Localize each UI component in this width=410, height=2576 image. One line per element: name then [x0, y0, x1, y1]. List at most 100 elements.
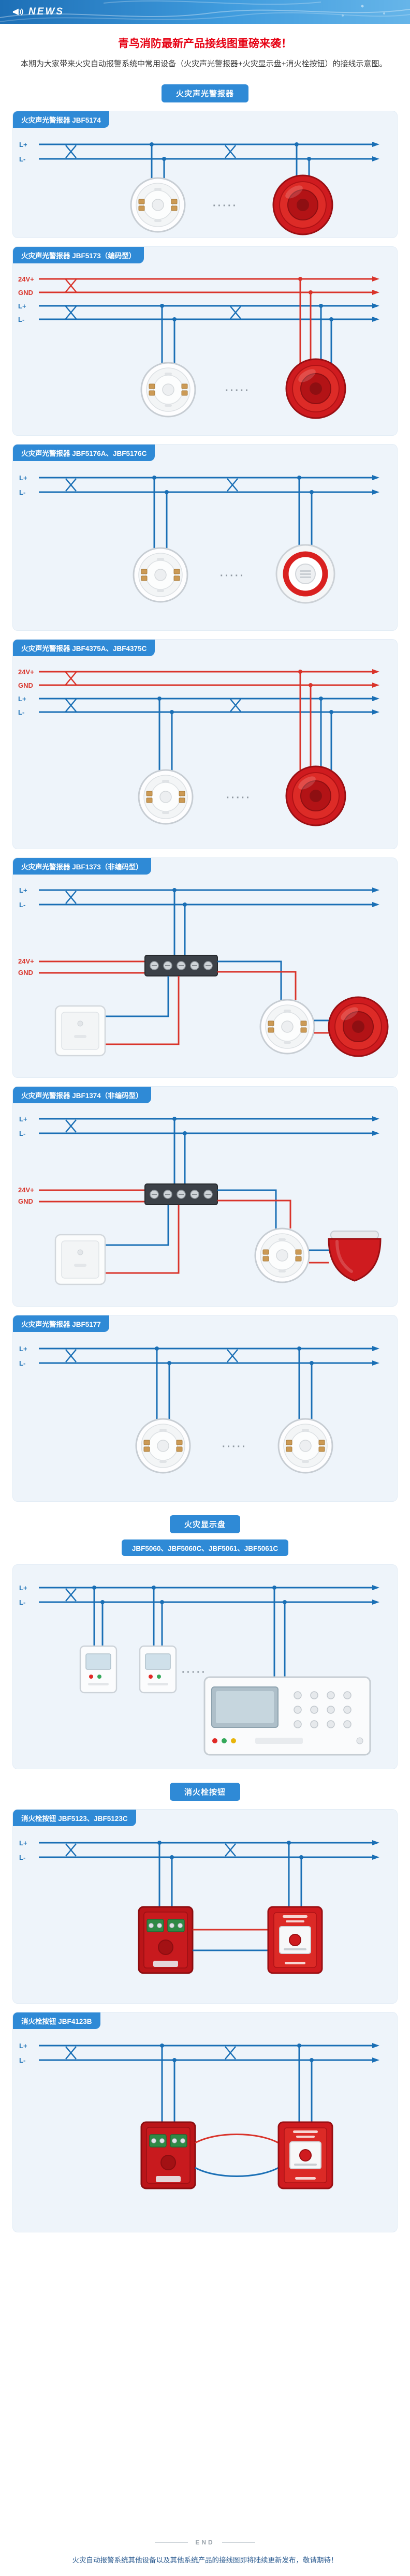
card-tag-jbf4123b: 消火栓按钮 JBF4123B	[13, 2012, 100, 2029]
hydrant-button-front-device	[277, 2121, 333, 2189]
end-divider: END	[0, 2539, 410, 2546]
bus-wires: L+ L-	[19, 1839, 379, 1861]
card-jbf1373: 火灾声光警报器 JBF1373（非编码型） L+ L- 24V+ GND	[12, 857, 398, 1078]
end-divider-line	[155, 2542, 188, 2543]
wire-cross-mark	[65, 2046, 77, 2060]
article-title: 青鸟消防最新产品接线图重磅来袭！	[118, 38, 292, 50]
banner-news-label: NEWS	[28, 6, 64, 17]
wire-cross-mark	[229, 305, 242, 320]
card-jbf5174: 火灾声光警报器 JBF5174 L+ L- ·····	[12, 111, 398, 238]
card-jbf5173: 火灾声光警报器 JBF5173（编码型） 24V+ GND L+ L- ····…	[12, 246, 398, 436]
detector-base-device	[133, 547, 188, 603]
footer-note: 火灾自动报警系统其他设备以及其他系统产品的接线图即将陆续更新发布，敬请期待！	[72, 2556, 338, 2564]
wire-cross-mark	[229, 698, 242, 713]
card-tag-jbf5176: 火灾声光警报器 JBF5176A、JBF5176C	[13, 445, 155, 461]
detector-base-device	[130, 177, 186, 233]
section-header-row-display: 火灾显示盘	[0, 1515, 410, 1533]
wire-label-gnd: GND	[18, 682, 33, 689]
bus-wires: L+ L-	[19, 886, 379, 909]
wire-cross-mark	[224, 144, 237, 159]
card-jbf1374: 火灾声光警报器 JBF1374（非编码型） L+ L- 24V+ GND	[12, 1086, 398, 1307]
wire-cross-mark	[65, 305, 77, 320]
wiring-diagram-jbf4123b: L+ L-	[19, 2042, 379, 2189]
section-header-row-hydrant: 消火栓按钮	[0, 1783, 410, 1801]
bus-wires: L+ L-	[19, 1345, 379, 1367]
wire-label-l-plus: L+	[19, 1115, 27, 1123]
bus-wires: L+ L-	[19, 1115, 379, 1137]
wire-label-gnd: GND	[18, 969, 33, 976]
wire-label-l-minus: L-	[18, 708, 24, 716]
wire-cross-mark	[65, 671, 77, 686]
end-divider-line	[222, 2542, 255, 2543]
wiring-diagram-jbf5123: L+ L-	[19, 1839, 379, 1974]
display-models-bar: JBF5060、JBF5060C、JBF5061、JBF5061C	[121, 1539, 289, 1556]
red-sounder-device	[285, 358, 346, 419]
detector-base-device	[259, 999, 315, 1055]
bus-wires: L+ L-	[19, 2042, 379, 2064]
wire-label-l-plus: L+	[19, 886, 27, 894]
wiring-diagram-jbf5060: L+ L- ·····	[19, 1584, 379, 1756]
wire-label-gnd: GND	[18, 289, 33, 297]
wire-cross-mark	[224, 1843, 237, 1857]
wire-label-l-plus: L+	[19, 141, 27, 149]
card-tag-jbf1374: 火灾声光警报器 JBF1374（非编码型）	[13, 1087, 151, 1103]
wire-cross-mark	[226, 1349, 239, 1363]
ellipsis: ·····	[213, 200, 238, 212]
wire-label-l-minus: L-	[19, 1130, 25, 1137]
mounting-plate-device	[54, 1234, 106, 1285]
wire-label-l-plus: L+	[19, 2042, 27, 2050]
wire-label-l-plus: L+	[19, 1345, 27, 1353]
wiring-diagram-jbf5176: L+ L- ·····	[19, 474, 379, 630]
wire-label-24v: 24V+	[18, 275, 34, 283]
banner-news: NEWS	[12, 6, 64, 18]
fire-display-panel-device	[203, 1676, 371, 1756]
wire-cross-mark	[65, 478, 77, 492]
wire-cross-mark	[65, 1843, 77, 1857]
wire-label-l-minus: L-	[19, 155, 25, 163]
card-tag-jbf1373: 火灾声光警报器 JBF1373（非编码型）	[13, 858, 151, 875]
hydrant-button-front-device	[267, 1906, 323, 1974]
bus-wires: 24V+ GND L+ L-	[18, 275, 379, 323]
wire-cross-mark	[65, 1588, 77, 1602]
section-header-hydrant: 消火栓按钮	[169, 1783, 240, 1801]
terminal-block	[144, 955, 218, 976]
wire-label-l-minus: L-	[19, 1359, 25, 1367]
wiring-diagram-jbf1374: L+ L- 24V+ GND	[18, 1115, 398, 1285]
section-header-sounder: 火灾声光警报器	[161, 84, 248, 102]
detector-base-device	[135, 1418, 191, 1474]
wire-cross-mark	[65, 890, 77, 905]
wiring-diagram-jbf5177: L+ L- ·····	[19, 1345, 379, 1474]
card-tag-jbf5173: 火灾声光警报器 JBF5173（编码型）	[13, 247, 144, 263]
section-header-row-sounder: 火灾声光警报器	[0, 84, 410, 102]
wire-label-gnd: GND	[18, 1197, 33, 1205]
wiring-diagram-jbf5173: 24V+ GND L+ L- ·····	[18, 275, 379, 419]
wire-cross-mark	[224, 2046, 237, 2060]
card-tag-jbf5177: 火灾声光警报器 JBF5177	[13, 1315, 109, 1332]
wire-cross-mark	[65, 144, 77, 159]
terminal-block	[144, 1183, 218, 1205]
megaphone-icon	[12, 8, 23, 16]
wire-cross-mark	[65, 278, 77, 293]
red-sounder-device	[285, 765, 346, 826]
wire-label-l-plus: L+	[18, 695, 26, 703]
ellipsis: ·····	[225, 385, 250, 396]
wire-label-l-minus: L-	[19, 2056, 25, 2064]
card-jbf4375: 火灾声光警报器 JBF4375A、JBF4375C 24V+ GND L+ L-…	[12, 639, 398, 849]
card-jbf5060-display: L+ L- ·····	[12, 1564, 398, 1769]
wiring-diagram-jbf4375: 24V+ GND L+ L- ·····	[18, 668, 379, 826]
addressable-module-device	[139, 1645, 177, 1694]
wiring-diagram-jbf1373: L+ L- 24V+ GND	[18, 886, 389, 1057]
end-label: END	[195, 2539, 215, 2546]
mounting-plate-device	[54, 1005, 106, 1057]
wire-cross-mark	[65, 1349, 77, 1363]
card-jbf5123: 消火栓按钮 JBF5123、JBF5123C L+ L-	[12, 1809, 398, 2004]
article-footer: END 火灾自动报警系统其他设备以及其他系统产品的接线图即将陆续更新发布，敬请期…	[0, 2539, 410, 2576]
intro-paragraph: 本期为大家带来火灾自动报警系统中常用设备（火灾声光警报器+火灾显示盘+消火栓按钮…	[21, 60, 387, 68]
red-dome-sounder-device	[329, 1231, 380, 1281]
detector-base-device	[277, 1418, 333, 1474]
banner-waves-decoration	[0, 0, 410, 22]
bus-wires: L+ L-	[19, 1584, 379, 1606]
wire-cross-mark	[226, 478, 239, 492]
card-tag-jbf4375: 火灾声光警报器 JBF4375A、JBF4375C	[13, 640, 155, 656]
